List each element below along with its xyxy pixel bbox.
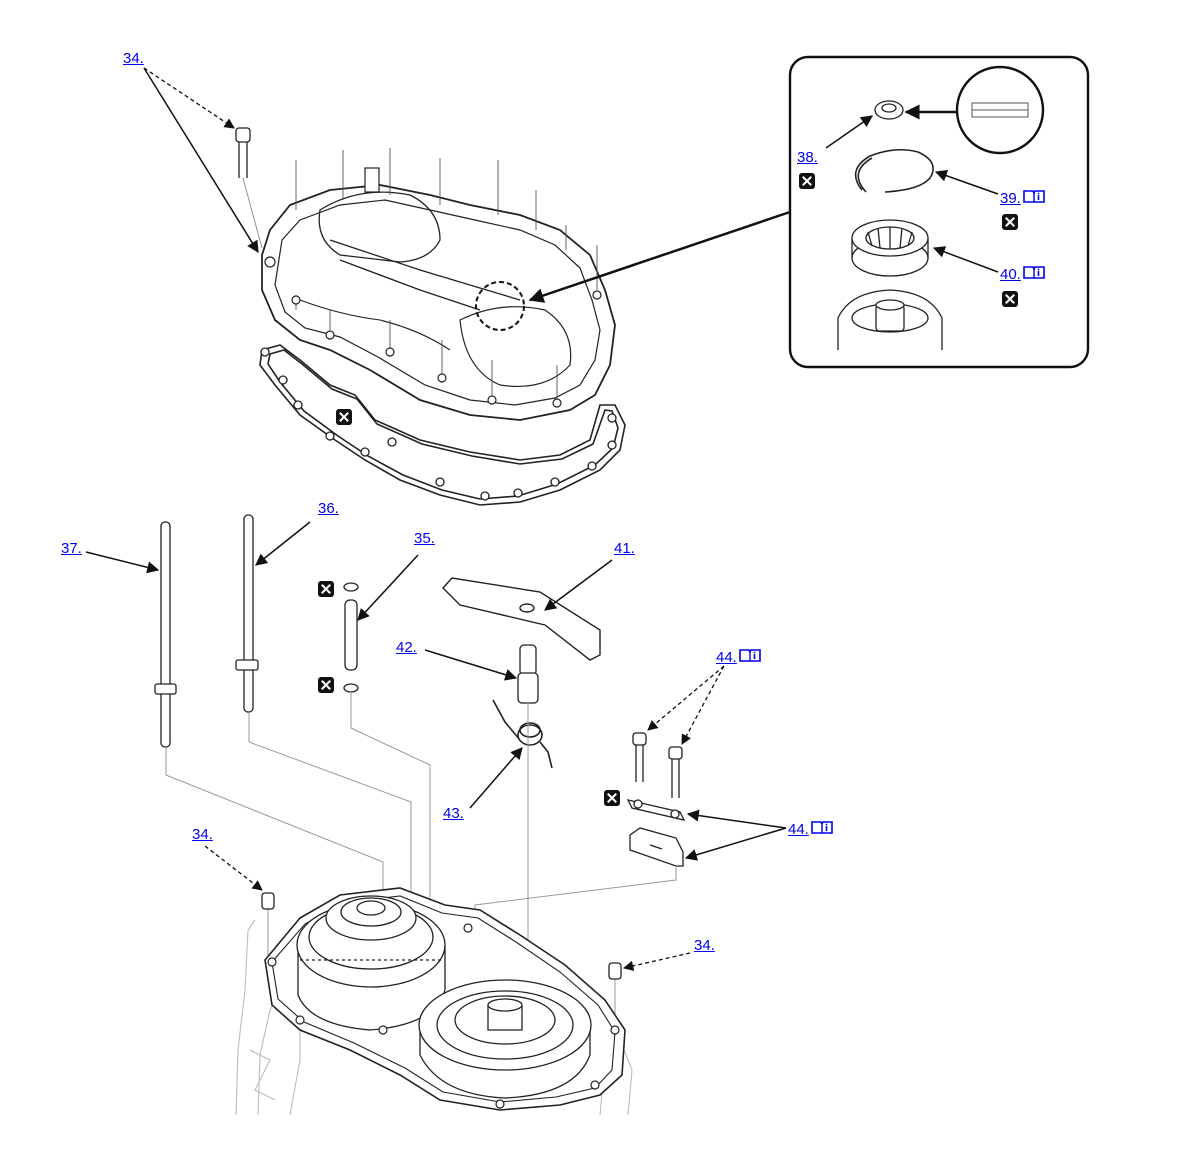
- dowel-pins-34: [261, 892, 622, 980]
- x-box-icon: [799, 173, 815, 189]
- shaft-42: [517, 644, 539, 704]
- callout-44-bracket-label: 44.: [788, 821, 809, 838]
- callout-38[interactable]: 38.: [797, 149, 818, 166]
- callout-39-label: 39.: [1000, 190, 1021, 207]
- spring-43: [492, 699, 553, 769]
- leader-40: [932, 246, 999, 273]
- leader-36: [255, 521, 311, 566]
- lock-plate-and-bracket: [626, 799, 686, 867]
- x-box-icon: [604, 790, 620, 806]
- callout-35[interactable]: 35.: [414, 530, 435, 547]
- book-info-icon: [1023, 266, 1045, 279]
- callout-40[interactable]: 40.: [1000, 265, 1046, 283]
- leader-44-dashed-b: [681, 665, 725, 745]
- callout-34-left[interactable]: 34.: [192, 826, 213, 843]
- leader-34-left: [204, 845, 263, 891]
- leader-34-right: [622, 952, 691, 971]
- leader-39: [934, 169, 999, 195]
- case-bolt-holes: [267, 923, 620, 1109]
- pipe-36: [235, 514, 259, 713]
- clutch-drum: [296, 895, 446, 1031]
- detail-pointer-arrow: [528, 210, 791, 303]
- bolts-44: [632, 732, 683, 798]
- leader-35: [357, 554, 419, 621]
- callout-44-bracket[interactable]: 44.: [788, 820, 834, 838]
- x-box-icon: [336, 409, 352, 425]
- book-info-icon: [1023, 190, 1045, 203]
- cover-studs: [295, 148, 598, 405]
- leader-42: [424, 649, 518, 681]
- x-box-icon: [1002, 214, 1018, 230]
- oil-seal-38: [874, 100, 904, 120]
- snap-ring-39: [854, 148, 934, 193]
- book-info-icon: [739, 649, 761, 662]
- leader-41: [544, 559, 613, 611]
- callout-42[interactable]: 42.: [396, 639, 417, 656]
- book-info-icon: [811, 821, 833, 834]
- detail-highlight-circle: [475, 281, 525, 331]
- x-box-icon: [1002, 291, 1018, 307]
- leader-38: [825, 115, 873, 149]
- bearing-housing: [837, 289, 943, 350]
- leader-44-dashed-a: [647, 665, 725, 731]
- callout-37[interactable]: 37.: [61, 540, 82, 557]
- leader-43: [469, 747, 523, 809]
- pipe-35: [343, 582, 359, 693]
- x-box-icon: [318, 677, 334, 693]
- gasket-bolt-holes: [260, 347, 617, 501]
- gasket: [259, 344, 626, 506]
- seal-detail-circle: [955, 65, 1045, 155]
- callout-34-right[interactable]: 34.: [694, 937, 715, 954]
- x-box-icon: [318, 581, 334, 597]
- bolt-34-top: [235, 127, 263, 249]
- callout-44-bolts[interactable]: 44.: [716, 648, 762, 666]
- leader-34-top-dashed: [143, 67, 235, 129]
- leader-34-top-solid: [143, 67, 259, 254]
- pipe-37: [154, 521, 177, 748]
- cover-bolt-holes: [264, 256, 602, 408]
- callout-43[interactable]: 43.: [443, 805, 464, 822]
- callout-41[interactable]: 41.: [614, 540, 635, 557]
- leader-37: [85, 551, 160, 574]
- leader-44-b-1: [686, 809, 787, 829]
- callout-34-top[interactable]: 34.: [123, 50, 144, 67]
- bearing-40: [851, 219, 929, 277]
- callout-44-bolts-label: 44.: [716, 649, 737, 666]
- park-lever-41: [442, 577, 601, 661]
- callout-39[interactable]: 39.: [1000, 189, 1046, 207]
- callout-36[interactable]: 36.: [318, 500, 339, 517]
- leader-44-b-2: [684, 827, 787, 861]
- callout-40-label: 40.: [1000, 266, 1021, 283]
- transmission-cover: [261, 167, 616, 421]
- output-gear: [418, 979, 592, 1099]
